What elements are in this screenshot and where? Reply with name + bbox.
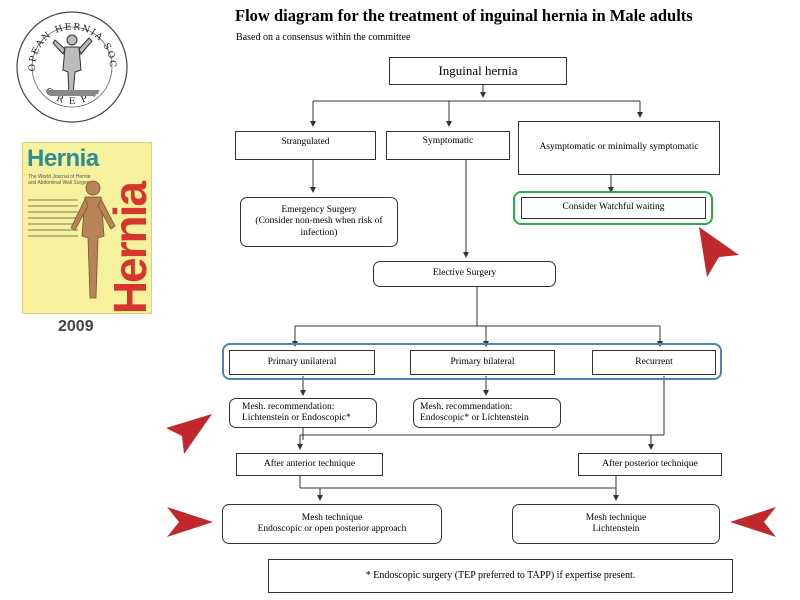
red-pointer-arrow-icon	[699, 227, 739, 277]
node-after-anterior: After anterior technique	[236, 453, 383, 476]
node-elective-label: Elective Surgery	[432, 268, 497, 279]
node-asymptomatic: Asymptomatic or minimally symptomatic	[518, 121, 720, 175]
node-mesh-left-line1: Mesh technique	[301, 512, 363, 523]
footnote-text: * Endoscopic surgery (TEP preferred to T…	[365, 570, 636, 581]
node-mesh-left-line2: Endoscopic or open posterior approach	[257, 524, 407, 534]
society-logo: EUROPEAN HERNIA SOCIETY G R E P A	[10, 3, 130, 125]
diagram-subtitle: Based on a consensus within the committe…	[236, 32, 411, 43]
node-strangulated: Strangulated	[235, 131, 376, 160]
node-mesh-right-line1: Mesh technique	[585, 512, 647, 523]
node-primary-unilateral-label: Primary unilateral	[267, 356, 337, 367]
node-mesh-rec-bi-line2: Endoscopic* or Lichtenstein	[420, 413, 529, 423]
journal-subtitle: The World Journal of Hernia and Abdomina…	[28, 174, 91, 186]
journal-brand: Hernia	[27, 145, 99, 172]
node-primary-bilateral-label: Primary bilateral	[450, 356, 515, 367]
node-mesh-technique-right: Mesh technique Lichtenstein	[512, 504, 720, 544]
diagram-title: Flow diagram for the treatment of inguin…	[235, 6, 693, 25]
footnote-box: * Endoscopic surgery (TEP preferred to T…	[268, 559, 733, 593]
red-pointer-arrow-icon	[166, 414, 212, 454]
node-inguinal-hernia: Inguinal hernia	[389, 57, 567, 85]
red-pointer-arrow-icon	[167, 507, 213, 537]
node-after-anterior-label: After anterior technique	[263, 458, 356, 469]
cover-text-lines	[28, 199, 78, 241]
node-recurrent: Recurrent	[592, 350, 716, 375]
node-strangulated-label: Strangulated	[281, 137, 330, 147]
node-symptomatic: Symptomatic	[386, 131, 510, 160]
node-emergency-line3: infection)	[300, 227, 338, 238]
node-mesh-right-line2: Lichtenstein	[592, 524, 640, 534]
node-primary-unilateral: Primary unilateral	[229, 350, 375, 375]
node-watchful-waiting: Consider Watchful waiting	[521, 197, 706, 219]
node-mesh-rec-unilateral: Mesh. recommendation: Lichtenstein or En…	[229, 398, 377, 428]
node-after-posterior: After posterior technique	[578, 453, 722, 476]
node-mesh-rec-bi-line1: Mesh. recommendation:	[420, 401, 513, 412]
node-mesh-rec-uni-line1: Mesh. recommendation:	[242, 401, 335, 412]
node-inguinal-hernia-label: Inguinal hernia	[438, 63, 518, 79]
primary-types-highlight	[222, 343, 722, 380]
node-watchful-label: Consider Watchful waiting	[562, 202, 665, 213]
node-recurrent-label: Recurrent	[635, 356, 673, 367]
node-emergency-line2: (Consider non-mesh when risk of	[255, 216, 383, 227]
node-symptomatic-label: Symptomatic	[422, 136, 474, 146]
node-mesh-rec-bilateral: Mesh. recommendation: Endoscopic* or Lic…	[413, 398, 561, 428]
node-emergency-line1: Emergency Surgery	[281, 204, 357, 215]
node-mesh-rec-uni-line2: Lichtenstein or Endoscopic*	[242, 413, 351, 423]
red-pointer-arrow-icon	[730, 507, 776, 537]
anatomy-figure-icon	[70, 180, 116, 299]
node-after-posterior-label: After posterior technique	[602, 458, 698, 469]
node-asymptomatic-label: Asymptomatic or minimally symptomatic	[539, 142, 699, 153]
journal-cover: Hernia The World Journal of Hernia and A…	[22, 142, 152, 314]
publication-year: 2009	[58, 318, 94, 335]
watchful-highlight	[513, 191, 713, 225]
node-emergency-surgery: Emergency Surgery (Consider non-mesh whe…	[240, 197, 398, 247]
node-primary-bilateral: Primary bilateral	[410, 350, 555, 375]
node-elective-surgery: Elective Surgery	[373, 261, 556, 287]
node-mesh-technique-left: Mesh technique Endoscopic or open poster…	[222, 504, 442, 544]
